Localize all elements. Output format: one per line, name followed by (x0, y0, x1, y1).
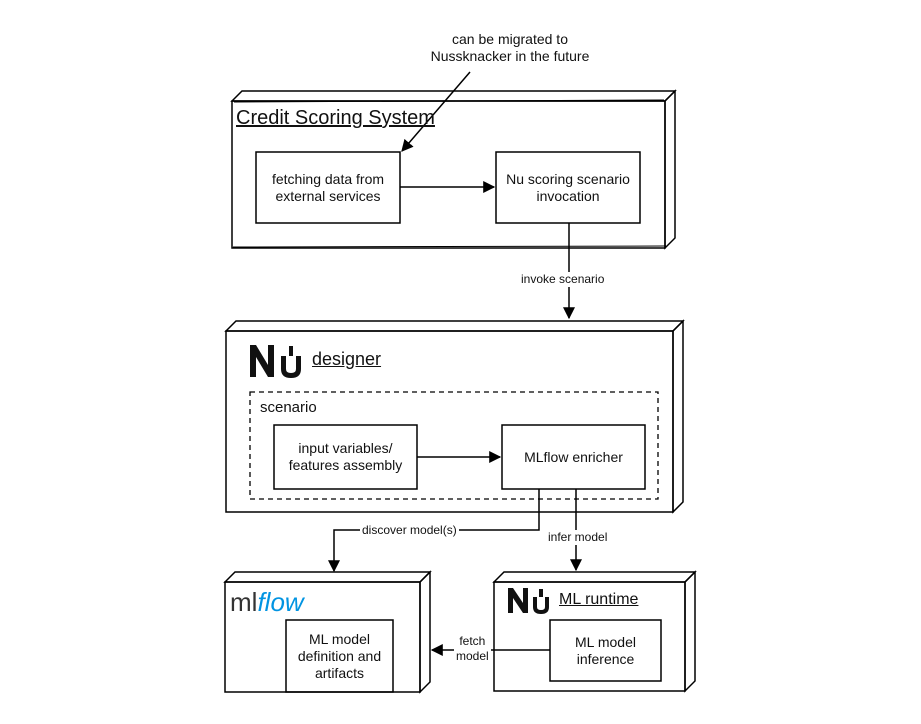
designer-title: designer (312, 349, 382, 369)
nu-logo-icon (250, 345, 301, 378)
scoring-invocation-box (495, 151, 641, 224)
fetch-model-line-2: model (456, 649, 489, 663)
inference-line-2: inference (576, 650, 635, 667)
ml-runtime-node (492, 570, 697, 693)
model-inference-label: ML model inference (550, 620, 661, 681)
mlflow-logo-flow: flow (257, 587, 304, 617)
invoke-scenario-label: invoke scenario (519, 272, 607, 287)
scoring-line-1: Nu scoring scenario (506, 170, 630, 187)
model-def-line-1: ML model (309, 630, 370, 647)
nu-runtime-logo-icon (508, 588, 549, 614)
model-def-line-3: artifacts (314, 664, 364, 681)
input-assembly-label: input variables/ features assembly (274, 425, 417, 489)
fetch-data-label: fetching data from external services (256, 152, 400, 223)
model-def-line-2: definition and (297, 647, 382, 664)
designer-node (224, 319, 685, 514)
mlflow-enricher-box (501, 424, 646, 490)
input-line-1: input variables/ (298, 440, 393, 456)
scenario-label: scenario (260, 399, 317, 416)
infer-model-label: infer model (546, 530, 610, 545)
fetch-model-label: fetch model (454, 634, 491, 664)
note-line-2: Nussknacker in the future (430, 48, 590, 64)
fetch-data-line-1: fetching data from (271, 170, 385, 187)
input-line-2: features assembly (288, 457, 403, 473)
scenario-group (249, 391, 659, 500)
scoring-invocation-label: Nu scoring scenario invocation (496, 152, 640, 223)
discover-model-label: discover model(s) (360, 523, 459, 538)
migration-note: can be migrated to Nussknacker in the fu… (400, 31, 620, 65)
mlflow-logo: mlflow (230, 587, 304, 617)
mlflow-enricher-label: MLflow enricher (524, 448, 623, 465)
model-definition-box (285, 619, 394, 693)
scoring-line-2: invocation (536, 187, 600, 204)
fetch-model-line-1: fetch (459, 634, 486, 648)
inference-line-1: ML model (575, 633, 636, 650)
credit-system-node (230, 89, 677, 250)
ml-runtime-title: ML runtime (559, 591, 639, 608)
note-arrow (401, 71, 471, 152)
note-line-1: can be migrated to (452, 31, 568, 47)
fetch-data-line-2: external services (275, 187, 381, 204)
mlflow-logo-ml: ml (230, 587, 258, 617)
credit-system-title: Credit Scoring System (236, 107, 435, 129)
model-definition-label: ML model definition and artifacts (286, 620, 393, 692)
